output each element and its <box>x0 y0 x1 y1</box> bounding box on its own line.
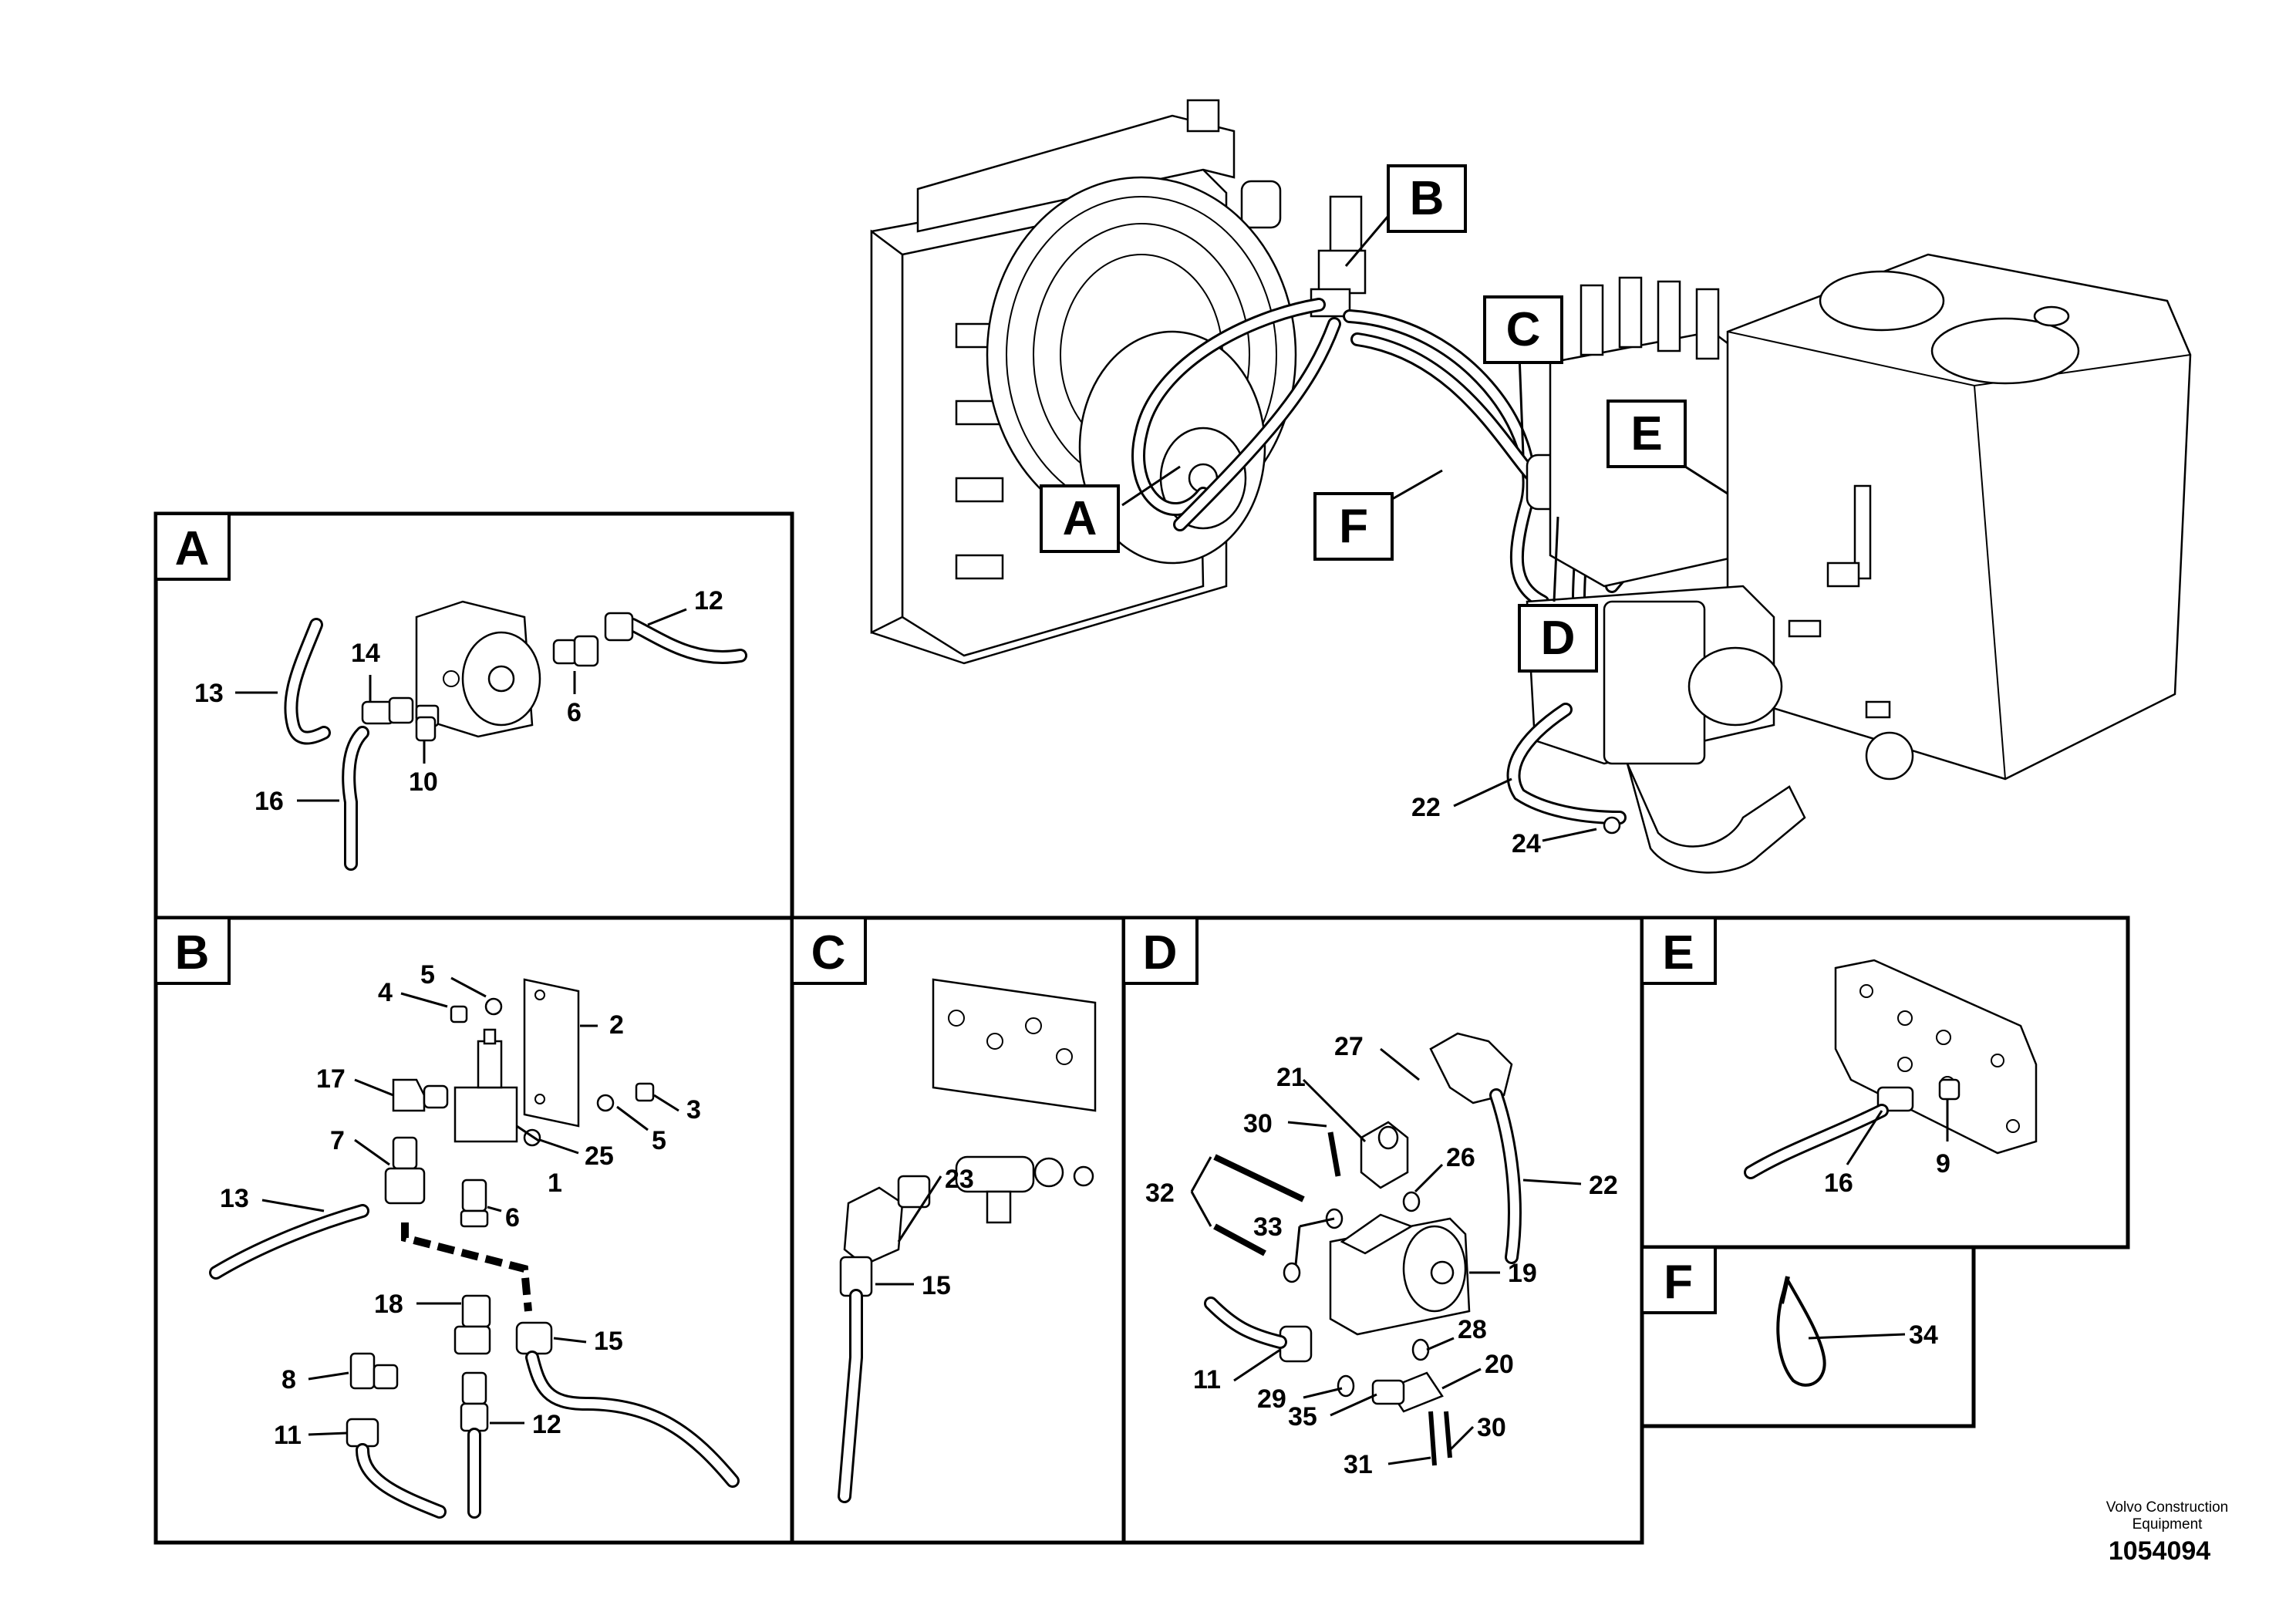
company-line-2: Equipment <box>2132 1516 2203 1533</box>
panel-A-num-10: 10 <box>409 767 438 797</box>
panel-B-num-1: 1 <box>548 1168 562 1198</box>
panel-C: C 23 15 <box>790 916 1126 1545</box>
panel-F-letter: F <box>1664 1256 1693 1309</box>
overview-part-numbers: 22 24 <box>1411 777 1597 858</box>
callout-F[interactable]: F <box>1313 469 1443 561</box>
panel-A-num-12: 12 <box>694 586 723 615</box>
panel-E-letter: E <box>1662 926 1694 980</box>
panel-D-num-19: 19 <box>1508 1259 1537 1288</box>
panel-A-letter: A <box>175 522 210 575</box>
panel-E: E 16 9 <box>1640 916 2130 1249</box>
overview-tank <box>1726 253 2192 781</box>
callout-C[interactable]: C <box>1483 295 1563 456</box>
panel-D-num-35: 35 <box>1288 1402 1317 1431</box>
panel-C-num-23: 23 <box>945 1165 974 1194</box>
panel-B: B <box>153 916 794 1545</box>
panel-D-num-27: 27 <box>1334 1032 1364 1061</box>
callout-B-letter: B <box>1410 172 1445 225</box>
panel-B-num-7: 7 <box>330 1126 345 1155</box>
panel-A-num-14: 14 <box>351 639 380 668</box>
panel-D-num-32: 32 <box>1145 1179 1175 1208</box>
panel-F-num-34: 34 <box>1909 1320 1938 1350</box>
document-number: 1054094 <box>2109 1536 2210 1566</box>
callout-D-letter: D <box>1541 612 1576 665</box>
overview-num-22: 22 <box>1411 793 1441 822</box>
panel-A-num-13: 13 <box>194 679 224 708</box>
callout-A-letter: A <box>1063 492 1097 545</box>
panel-D-num-30a: 30 <box>1243 1109 1273 1138</box>
panel-D-num-30b: 30 <box>1477 1413 1506 1442</box>
overview-illustration <box>870 99 2192 874</box>
panel-A: A 12 13 14 6 16 10 <box>153 511 794 920</box>
panel-B-num-2: 2 <box>609 1010 624 1040</box>
panel-D-num-21: 21 <box>1276 1063 1306 1092</box>
callout-E[interactable]: E <box>1607 400 1728 495</box>
callout-F-letter: F <box>1339 500 1368 553</box>
panel-E-num-9: 9 <box>1936 1149 1950 1179</box>
callout-E-letter: E <box>1630 407 1662 460</box>
callout-D[interactable]: D <box>1518 516 1598 673</box>
callout-A[interactable]: A <box>1040 465 1181 553</box>
panel-D-num-28: 28 <box>1458 1315 1487 1344</box>
panel-B-num-11: 11 <box>274 1421 302 1450</box>
panel-D-letter: D <box>1143 926 1178 980</box>
panel-B-num-15: 15 <box>594 1327 623 1356</box>
callout-C-letter: C <box>1506 303 1541 356</box>
panel-B-num-12: 12 <box>532 1410 561 1439</box>
panel-D-num-22: 22 <box>1589 1171 1618 1200</box>
panel-A-num-6: 6 <box>567 698 582 727</box>
panel-A-num-16: 16 <box>255 787 284 816</box>
panel-D-num-20: 20 <box>1485 1350 1514 1379</box>
panel-D-num-11: 11 <box>1193 1365 1221 1394</box>
panel-B-num-4: 4 <box>378 978 393 1007</box>
overview-num-24: 24 <box>1512 829 1541 858</box>
radiator-unit <box>870 99 1297 665</box>
panel-F: F 34 <box>1640 1245 1976 1428</box>
panel-C-letter: C <box>811 926 846 980</box>
panel-D-num-31: 31 <box>1344 1450 1373 1479</box>
panel-E-num-16: 16 <box>1824 1168 1853 1198</box>
callout-B[interactable]: B <box>1344 164 1467 267</box>
panel-B-num-8: 8 <box>282 1365 296 1394</box>
panel-B-num-5b: 5 <box>652 1126 666 1155</box>
panel-D: D <box>1121 916 1644 1545</box>
panel-D-num-26: 26 <box>1446 1143 1475 1172</box>
company-line-1: Volvo Construction <box>2106 1499 2228 1516</box>
overview-main-pump <box>1526 585 1806 874</box>
panel-B-num-17: 17 <box>316 1064 346 1094</box>
panel-B-num-3: 3 <box>686 1095 701 1125</box>
panel-B-num-5a: 5 <box>420 960 435 990</box>
footer: Volvo Construction Equipment 1054094 <box>2106 1499 2228 1566</box>
panel-D-num-33: 33 <box>1253 1212 1283 1242</box>
panel-B-num-25: 25 <box>585 1141 614 1171</box>
panel-B-num-13: 13 <box>220 1184 249 1213</box>
panel-B-letter: B <box>175 926 210 980</box>
panel-B-num-18: 18 <box>374 1290 403 1319</box>
panel-B-num-6: 6 <box>505 1203 520 1233</box>
panel-D-num-29: 29 <box>1257 1384 1286 1414</box>
panel-C-num-15: 15 <box>922 1271 951 1300</box>
